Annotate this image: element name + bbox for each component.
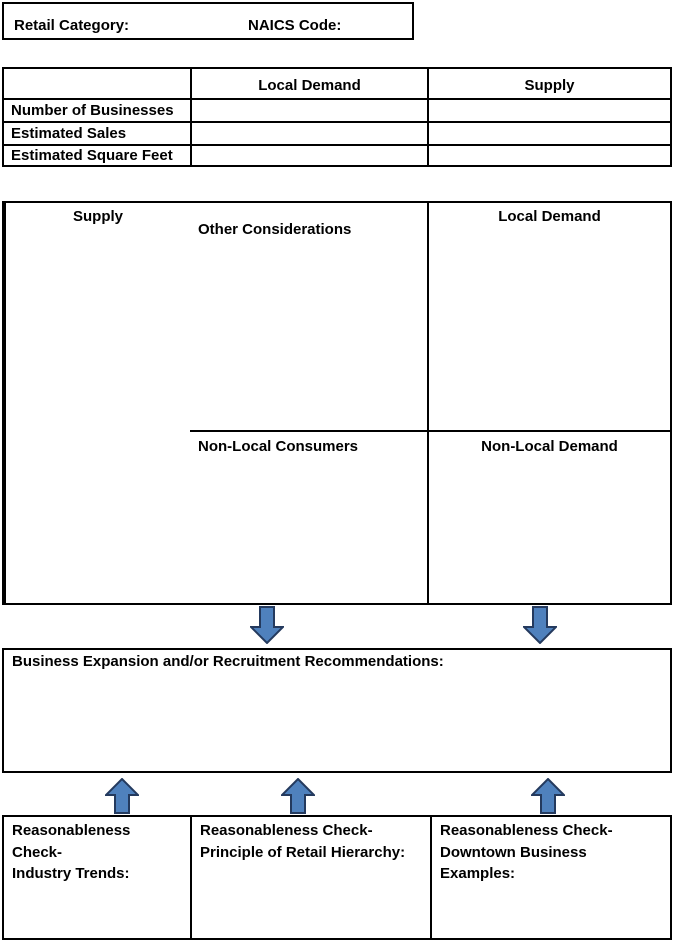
reasonableness-label-line: Principle of Retail Hierarchy: [200,843,406,861]
summary-header-local-demand: Local Demand [190,69,427,98]
reasonableness-label-line: Reasonableness Check- [440,822,613,839]
row-label-estimated-sales: Estimated Sales [4,121,190,144]
reasonableness-label-line: Examples: [440,865,516,882]
non-local-consumers-cell[interactable]: Non-Local Consumers [190,430,427,603]
reasonableness-row: Reasonableness Check- Industry Trends: R… [2,815,672,940]
cell-estimated-square-feet-supply[interactable] [427,144,670,165]
cell-number-of-businesses-local-demand[interactable] [190,98,427,121]
down-arrow-icon [523,606,557,644]
summary-header-supply: Supply [427,69,670,98]
reasonableness-label-line: Downtown Business [440,843,587,861]
reasonableness-label-line: Industry Trends: [12,865,130,882]
recommendations-label: Business Expansion and/or Recruitment Re… [12,653,444,670]
up-arrow-icon [281,778,315,814]
supply-cell[interactable]: Supply [4,203,190,603]
recommendations-box[interactable]: Business Expansion and/or Recruitment Re… [2,648,672,773]
naics-code-label: NAICS Code: [248,17,342,34]
down-arrow-icon [250,606,284,644]
non-local-consumers-label: Non-Local Consumers [198,438,359,455]
local-demand-cell[interactable]: Local Demand [427,203,670,430]
reasonableness-label-line: Reasonableness Check- [200,822,373,839]
supply-header: Supply [72,208,123,225]
other-considerations-label: Other Considerations [198,221,352,238]
retail-category-label: Retail Category: [14,17,130,34]
reasonableness-retail-hierarchy-box[interactable]: Reasonableness Check- Principle of Retai… [190,817,430,938]
up-arrow-icon [105,778,139,814]
reasonableness-label-line: Reasonableness Check- [12,822,131,861]
non-local-demand-header: Non-Local Demand [481,438,618,455]
summary-table: Local Demand Supply Number of Businesses… [2,67,672,167]
cell-estimated-sales-local-demand[interactable] [190,121,427,144]
reasonableness-industry-trends-box[interactable]: Reasonableness Check- Industry Trends: [4,817,190,938]
analysis-table: Other Considerations Local Demand Supply… [2,201,672,605]
reasonableness-downtown-examples-box[interactable]: Reasonableness Check- Downtown Business … [430,817,670,938]
summary-corner-cell [4,69,190,98]
cell-number-of-businesses-supply[interactable] [427,98,670,121]
other-considerations-cell[interactable]: Other Considerations [190,203,427,430]
cell-estimated-square-feet-local-demand[interactable] [190,144,427,165]
local-demand-header: Local Demand [498,208,601,225]
row-label-number-of-businesses: Number of Businesses [4,98,190,121]
non-local-demand-cell[interactable]: Non-Local Demand [427,430,670,603]
retail-category-box[interactable]: Retail Category: NAICS Code: [2,2,414,40]
row-label-estimated-square-feet: Estimated Square Feet [4,144,190,165]
up-arrow-icon [531,778,565,814]
cell-estimated-sales-supply[interactable] [427,121,670,144]
